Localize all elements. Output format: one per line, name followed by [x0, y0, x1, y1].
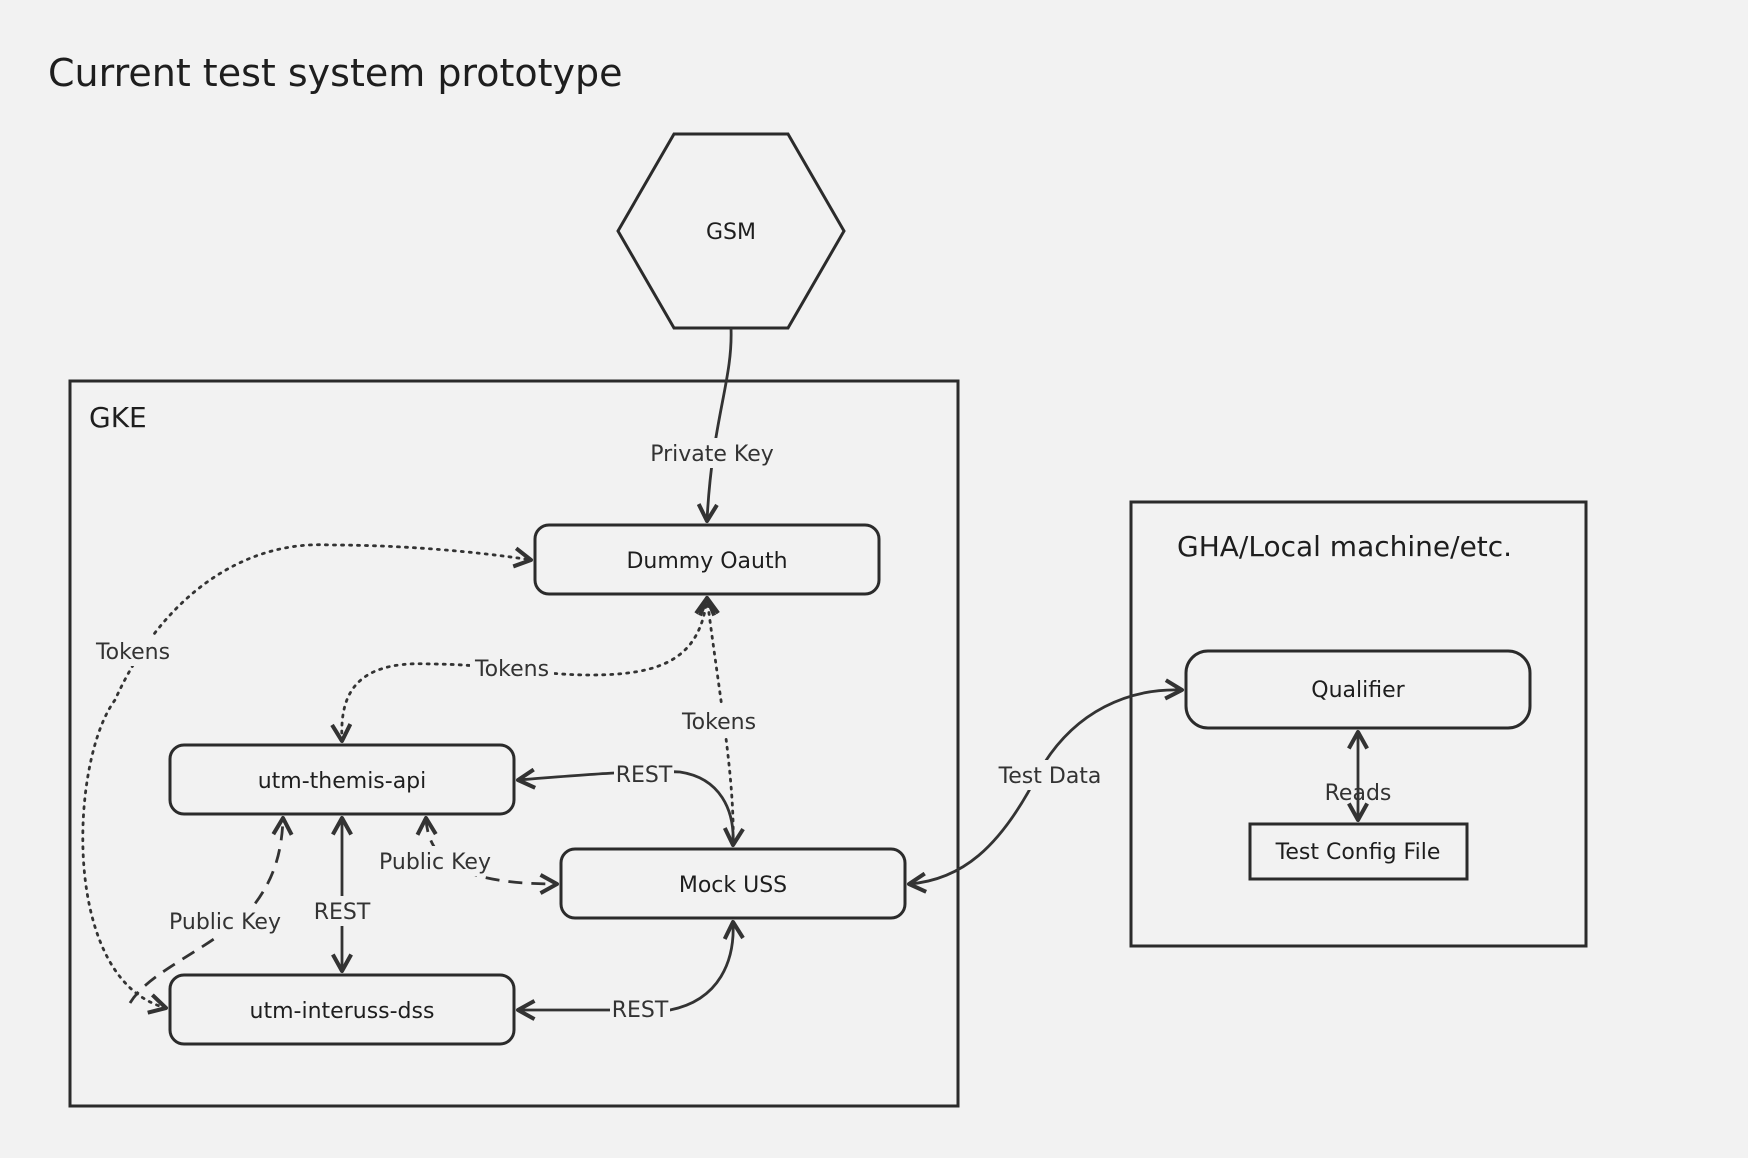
svg-text:Public Key: Public Key	[379, 850, 491, 875]
edge-themis-oauth	[330, 595, 717, 744]
svg-text:REST: REST	[612, 998, 669, 1023]
edge-label-themis-oauth: Tokens	[470, 653, 554, 683]
themis-api-label: utm-themis-api	[258, 769, 427, 794]
svg-text:Public Key: Public Key	[169, 910, 281, 935]
svg-text:REST: REST	[616, 763, 673, 788]
mock-uss-label: Mock USS	[679, 873, 787, 898]
dummy-oauth-node: Dummy Oauth	[533, 523, 881, 596]
gsm-node-label: GSM	[706, 220, 756, 245]
test-config-node: Test Config File	[1248, 822, 1469, 881]
edge-label-themis-mock-key: Public Key	[378, 846, 492, 876]
svg-text:Tokens: Tokens	[474, 657, 549, 682]
svg-text:Tokens: Tokens	[95, 640, 170, 665]
svg-text:Test Data: Test Data	[998, 764, 1102, 789]
gsm-node: GSM	[616, 132, 846, 330]
svg-text:Private Key: Private Key	[650, 442, 774, 467]
edge-label-gsm-oauth: Private Key	[648, 438, 776, 468]
edge-dss-themis-key	[128, 815, 294, 1004]
gke-container-label: GKE	[89, 401, 147, 434]
edge-themis-mock	[515, 767, 745, 848]
edge-label-mock-oauth: Tokens	[678, 706, 760, 736]
svg-text:REST: REST	[314, 900, 371, 925]
svg-text:Tokens: Tokens	[681, 710, 756, 735]
qualifier-node: Qualifier	[1184, 649, 1532, 730]
diagram-title: Current test system prototype	[48, 51, 623, 95]
interuss-dss-node: utm-interuss-dss	[168, 973, 516, 1046]
qualifier-label: Qualifier	[1311, 678, 1405, 703]
dummy-oauth-label: Dummy Oauth	[626, 549, 787, 574]
edge-label-dss-oauth: Tokens	[92, 636, 174, 666]
edge-label-themis-dss: REST	[312, 896, 372, 926]
themis-api-node: utm-themis-api	[168, 743, 516, 816]
edge-label-themis-mock: REST	[614, 759, 674, 789]
edge-label-qualifier-mock: Test Data	[998, 760, 1102, 790]
svg-text:Reads: Reads	[1325, 781, 1392, 806]
edge-dss-oauth	[81, 543, 534, 1015]
edge-dss-mock	[515, 919, 745, 1021]
external-container-label: GHA/Local machine/etc.	[1177, 530, 1512, 563]
edge-label-qualifier-config: Reads	[1325, 781, 1392, 806]
interuss-dss-label: utm-interuss-dss	[250, 999, 435, 1024]
test-config-label: Test Config File	[1275, 840, 1441, 865]
edge-label-dss-themis-key: Public Key	[168, 906, 282, 936]
mock-uss-node: Mock USS	[559, 847, 907, 920]
edge-label-dss-mock: REST	[610, 994, 670, 1024]
edge-gsm-oauth	[696, 327, 733, 524]
